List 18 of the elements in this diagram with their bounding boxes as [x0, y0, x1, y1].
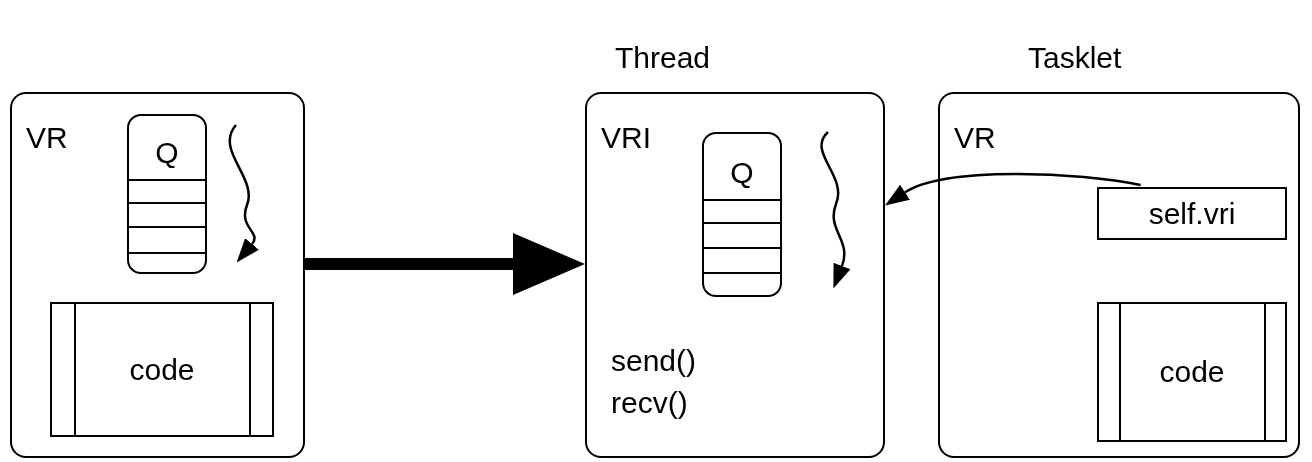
text-box — [1097, 187, 1287, 240]
node-label: code — [128, 351, 196, 388]
node-label: self.vri — [1147, 195, 1237, 232]
node-label: code — [1158, 354, 1226, 390]
process-box — [1097, 302, 1287, 442]
queue-box — [127, 114, 207, 274]
panel-heading: Tasklet — [1028, 40, 1122, 76]
queue-box — [702, 132, 782, 297]
method-list: send() recv() — [611, 340, 731, 424]
queue-label: Q — [729, 155, 755, 191]
arrow — [883, 172, 1141, 203]
process-box — [50, 302, 274, 437]
arrow — [305, 233, 585, 295]
panel-title: VR — [26, 120, 68, 156]
queue-label: Q — [154, 135, 180, 171]
panel-heading: Thread — [615, 40, 711, 76]
panel-title: VR — [954, 120, 996, 156]
panel-title: VRI — [601, 120, 651, 156]
